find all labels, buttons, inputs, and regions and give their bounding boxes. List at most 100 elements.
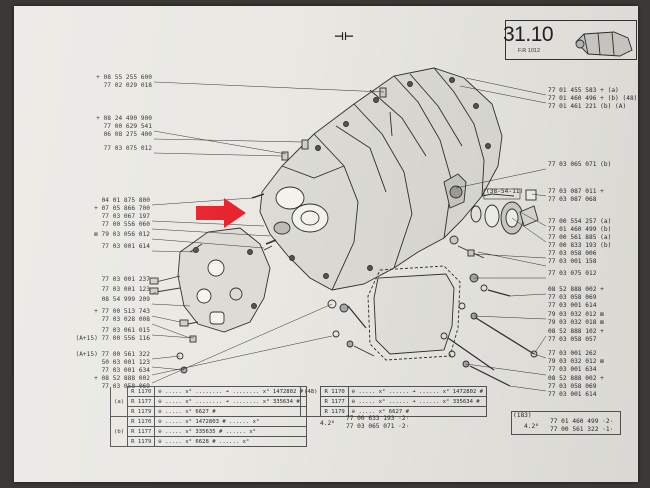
variant-model: R 1179: [127, 436, 156, 447]
left-part-number-6: 04 01 875 800: [101, 197, 150, 204]
left-part-number-9: 77 00 556 060: [101, 221, 150, 228]
left-part-number-20: 50 03 001 123: [101, 359, 150, 366]
right-part-number-23: 08 52 888 002 +: [548, 375, 604, 382]
variant-spec: ⊖ ..... x° 6627 #: [154, 406, 308, 417]
variant-row: R 1179⊖ ..... x° 6628 # ...... x°: [109, 436, 308, 447]
left-part-number-12: 77 03 001 237: [101, 276, 150, 283]
right-part-number-9: 77 00 833 193 (b): [548, 242, 612, 249]
left-part-number-14: 08 54 999 209: [101, 296, 150, 303]
right-table-tag: (183): [513, 412, 532, 419]
variant-spec: ⊖ ..... x° ........ ➔ ........ x° 147280…: [154, 386, 308, 397]
right-part-number-21: 79 03 032 012 ⊠: [548, 358, 604, 365]
variant-row: (b)R 1177⊖ ..... x° 335635 # ...... x°: [109, 426, 308, 437]
left-part-number-8: 77 03 067 197: [101, 213, 150, 220]
right-part-number-4: 77 03 087 011 +: [548, 188, 604, 195]
left-part-number-2: + 08 24 490 900: [96, 115, 152, 122]
left-part-number-21: 77 03 001 634: [101, 367, 150, 374]
ref-bracket: [483, 188, 521, 200]
variant-row: (a)R 1177⊖ ..... x° ........ ➔ ........ …: [109, 396, 308, 407]
right-part-number-18: 08 52 888 102 +: [548, 328, 604, 335]
variant-tag: [109, 436, 129, 447]
variant-row: R 1170⊖ ..... x° 1472803 # ...... x°: [109, 416, 308, 427]
gearbox-main-housing: [259, 67, 503, 291]
variant-table-right: [511, 411, 621, 435]
right-part-number-16: 79 03 032 012 ⊠: [548, 311, 604, 318]
left-leader-lines: [151, 81, 385, 384]
left-part-number-19: (A+15) 77 00 561 322: [75, 351, 150, 358]
right-table-mark: 4.2⁸: [524, 423, 539, 430]
right-part-number-7: 77 01 460 499 (b): [548, 226, 612, 233]
left-part-number-13: 77 03 001 123: [101, 286, 150, 293]
left-part-number-22: + 08 52 888 002: [94, 375, 150, 382]
right-part-number-10: 77 03 058 006: [548, 250, 597, 257]
gearbox-thumbnail-icon: [575, 31, 633, 57]
variant-model: R 1170: [127, 386, 156, 397]
left-part-number-15: + 77 00 513 743: [94, 308, 150, 315]
variant-model: R 1177: [320, 396, 349, 407]
parts-sheet: 31.10 F.R 1012 ⊣⊢: [14, 6, 638, 482]
right-part-number-1: 77 01 460 496 + (b) (48): [548, 95, 638, 102]
plug-part: [379, 87, 387, 98]
right-part-number-6: 77 00 554 257 (a): [548, 218, 612, 225]
variant-model: R 1170: [320, 386, 349, 397]
exploded-gearbox-drawing: [149, 31, 633, 392]
left-part-number-16: 77 03 028 008: [101, 316, 150, 323]
variant-table-middle: (48)R 1170⊖ ..... x° ...... ➔ ...... x° …: [299, 386, 488, 417]
left-part-number-4: 06 08 275 400: [103, 131, 152, 138]
variant-tag: [109, 406, 129, 417]
right-part-number-17: 79 03 032 018 ⊠: [548, 319, 604, 326]
right-part-number-5: 77 03 087 068: [548, 196, 597, 203]
right-part-number-8: 77 00 561 885 (a): [548, 234, 612, 241]
left-part-number-11: 77 03 001 614: [101, 243, 150, 250]
right-leader-lines: [455, 77, 547, 392]
middle-footer-line-2: 77 03 065 071 ·2·: [346, 423, 410, 430]
variant-spec: ⊖ ..... x° ...... ➔ ...... x° 1472802 #: [347, 386, 488, 397]
variant-tag: (a): [109, 396, 129, 407]
variant-spec: ⊖ ..... x° 6627 #: [347, 406, 488, 417]
page-header-box: [505, 20, 637, 60]
variant-row: R 1179⊖ ..... x° 6627 #: [299, 406, 488, 417]
right-table-line-2: 77 00 561 322 ·1·: [550, 426, 614, 433]
left-part-number-10: ⊠ 79 03 056 012: [94, 231, 150, 238]
right-part-number-3: 77 03 065 071 (b): [548, 161, 612, 168]
variant-table-left: R 1170⊖ ..... x° ........ ➔ ........ x° …: [109, 386, 308, 447]
right-part-number-25: 77 03 001 614: [548, 391, 597, 398]
variant-spec: ⊖ ..... x° 1472803 # ...... x°: [154, 416, 308, 427]
mid-part-number-0: (38-54-11): [486, 188, 524, 195]
variant-tag: (48): [299, 386, 322, 397]
page-code: F.R 1012: [518, 48, 541, 54]
right-part-number-0: 77 01 455 583 + (a): [548, 87, 619, 94]
variant-spec: ⊖ ..... x° ........ ➔ ........ x° 335634…: [154, 396, 308, 407]
variant-model: R 1177: [127, 396, 156, 407]
right-part-number-22: 77 03 001 634: [548, 366, 597, 373]
variant-model: R 1179: [127, 406, 156, 417]
variant-tag: [109, 386, 129, 397]
variant-model: R 1179: [320, 406, 349, 417]
variant-spec: ⊖ ..... x° 6628 # ...... x°: [154, 436, 308, 447]
variant-model: R 1170: [127, 416, 156, 427]
right-part-number-12: 77 03 075 012: [548, 270, 597, 277]
page-number: 31.10: [503, 23, 554, 46]
right-part-number-24: 77 03 058 069: [548, 383, 597, 390]
variant-tag: [109, 416, 129, 427]
variant-tag: [299, 406, 322, 417]
left-part-number-1: 77 02 029 018: [103, 82, 152, 89]
lower-fasteners: [327, 273, 538, 387]
left-part-number-18: (A+15) 77 00 556 116: [75, 335, 150, 342]
variant-tag: (b): [109, 426, 129, 437]
left-part-number-17: 77 03 061 015: [101, 327, 150, 334]
variant-row: R 1170⊖ ..... x° ........ ➔ ........ x° …: [109, 386, 308, 397]
right-part-number-15: 77 03 001 614: [548, 302, 597, 309]
variant-row: R 1177⊖ ..... x° ...... ➔ ...... x° 3356…: [299, 396, 488, 407]
left-part-number-7: + 07 05 866 700: [94, 205, 150, 212]
right-part-number-20: 77 03 001 262: [548, 350, 597, 357]
left-part-number-5: 77 03 075 012: [103, 145, 152, 152]
right-part-number-19: 77 03 058 057: [548, 336, 597, 343]
middle-footer-line-1: 77 00 633 193 ·2·: [346, 415, 410, 422]
left-part-number-0: + 08 55 255 600: [96, 74, 152, 81]
right-part-number-11: 77 03 001 158: [548, 258, 597, 265]
variant-tag: [299, 396, 322, 407]
right-part-number-13: 08 52 888 002 +: [548, 286, 604, 293]
variant-row: R 1179⊖ ..... x° 6627 #: [109, 406, 308, 417]
variant-row: (48)R 1170⊖ ..... x° ...... ➔ ...... x° …: [299, 386, 488, 397]
